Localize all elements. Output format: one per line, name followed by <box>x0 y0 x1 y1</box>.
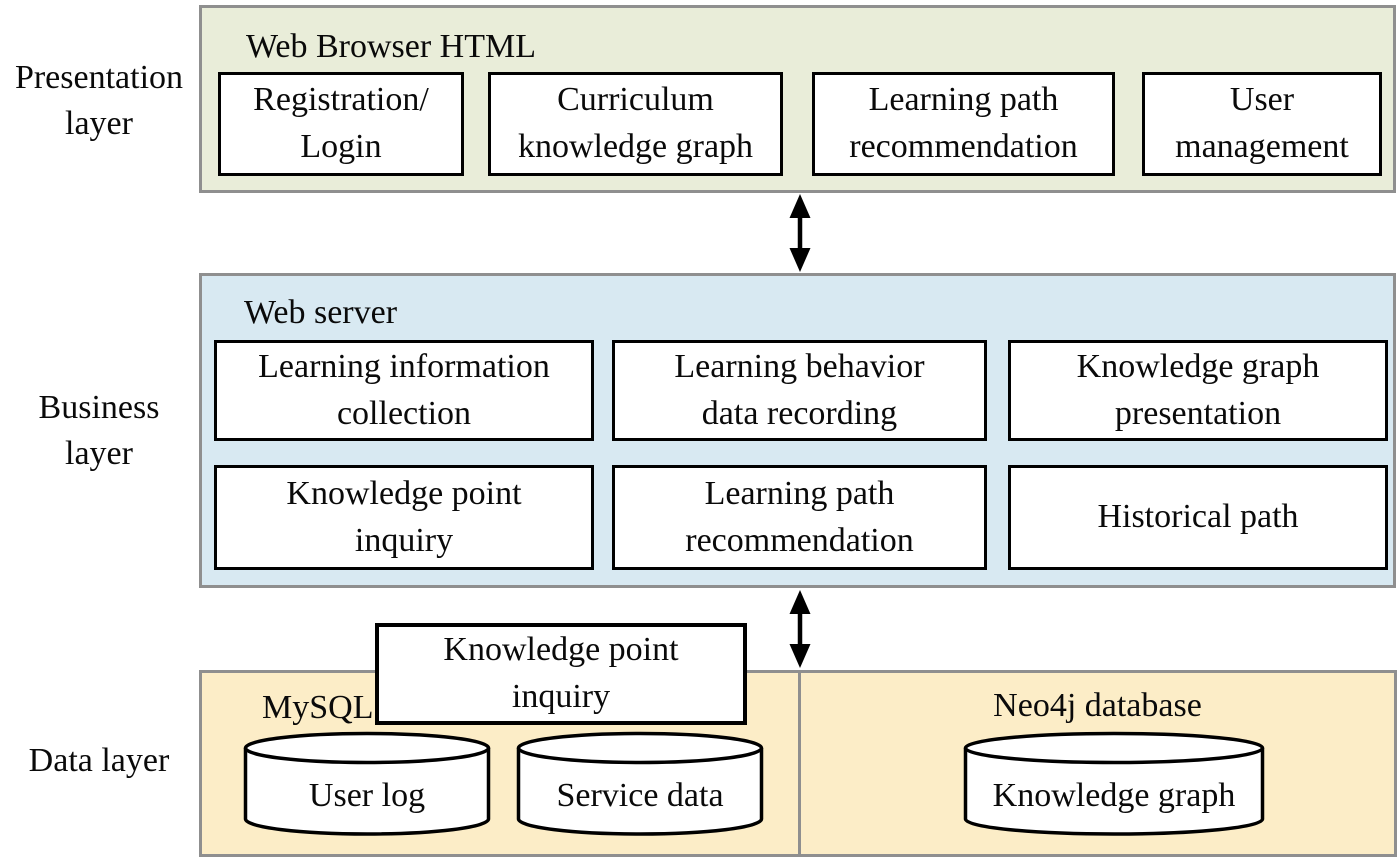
module-learning-path-recommendation-service: Learning path recommendation <box>612 465 987 570</box>
knowledge-graph-label: Knowledge graph <box>992 777 1236 814</box>
database-cylinder-icon <box>963 731 1265 836</box>
bidirectional-arrow-icon <box>789 590 811 668</box>
bidirectional-arrow-icon <box>789 194 811 272</box>
data-layer-label: Data layer <box>28 742 170 779</box>
business-panel-title: Web server <box>244 294 398 331</box>
user-log-label: User log <box>308 777 426 814</box>
service-data-database: Service data <box>516 731 764 837</box>
module-knowledge-graph-presentation: Knowledge graph presentation <box>1008 340 1388 441</box>
module-historical-path: Historical path <box>1008 465 1388 570</box>
user-log-database: User log <box>243 731 491 837</box>
presentation-layer-label: Presentation layer <box>14 59 184 142</box>
database-cylinder-icon <box>516 731 764 836</box>
module-user-management: User management <box>1142 72 1382 176</box>
knowledge-graph-database: Knowledge graph <box>963 731 1265 837</box>
module-learning-path-recommendation-ui: Learning path recommendation <box>812 72 1115 176</box>
module-learning-behavior-data-recording: Learning behavior data recording <box>612 340 987 441</box>
neo4j-panel-title: Neo4j database <box>993 687 1202 724</box>
mysql-panel-title: MySQL <box>262 689 374 726</box>
service-data-label: Service data <box>556 777 724 814</box>
presentation-panel-title: Web Browser HTML <box>246 28 536 65</box>
module-learning-information-collection: Learning information collection <box>214 340 594 441</box>
module-registration-login: Registration/ Login <box>218 72 464 176</box>
module-knowledge-point-inquiry: Knowledge point inquiry <box>214 465 594 570</box>
database-cylinder-icon <box>243 731 491 836</box>
module-curriculum-knowledge-graph: Curriculum knowledge graph <box>488 72 783 176</box>
overlay-knowledge-point-inquiry-box: Knowledge point inquiry <box>375 623 747 725</box>
business-layer-label: Business layer <box>38 389 160 472</box>
